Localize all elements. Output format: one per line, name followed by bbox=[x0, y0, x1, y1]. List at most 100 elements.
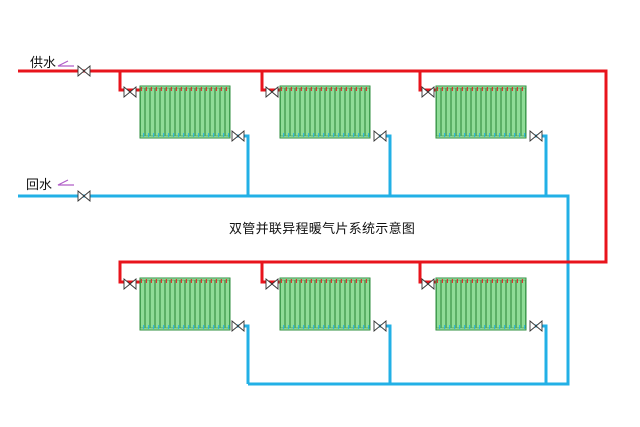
radiator-fin bbox=[325, 87, 330, 137]
radiator-fin bbox=[436, 279, 441, 329]
bowtie-valve-icon bbox=[123, 278, 137, 290]
radiator-fin bbox=[461, 279, 466, 329]
radiator-fin bbox=[456, 87, 461, 137]
radiator-fin bbox=[225, 279, 230, 329]
radiator-body bbox=[279, 277, 371, 331]
radiator-fin bbox=[200, 87, 205, 137]
radiator-fin bbox=[335, 279, 340, 329]
radiator-fin bbox=[506, 87, 511, 137]
half-arrow-icon bbox=[57, 60, 74, 67]
radiator-fin bbox=[451, 279, 456, 329]
radiator-fin bbox=[436, 87, 441, 137]
radiator-fin bbox=[300, 279, 305, 329]
radiator-fin bbox=[486, 279, 491, 329]
radiator-fin bbox=[145, 279, 150, 329]
radiator-fin bbox=[521, 279, 526, 329]
supply-branch-pipe bbox=[260, 71, 282, 92]
return-main-valve bbox=[77, 190, 91, 202]
radiator-fin bbox=[215, 279, 220, 329]
radiator-fin bbox=[496, 279, 501, 329]
supply-branch-pipe bbox=[118, 278, 140, 284]
radiator-fin bbox=[471, 279, 476, 329]
supply-main-valve bbox=[77, 65, 91, 77]
supply-branch-pipe bbox=[118, 71, 140, 92]
radiator-fin bbox=[210, 87, 215, 137]
radiator-fin bbox=[511, 279, 516, 329]
radiator-fin bbox=[471, 87, 476, 137]
bowtie-valve-icon bbox=[265, 278, 279, 290]
radiator-fin bbox=[140, 279, 145, 329]
radiator-fin bbox=[280, 87, 285, 137]
radiator-fin bbox=[491, 87, 496, 137]
radiator-fin bbox=[456, 279, 461, 329]
radiator-fin bbox=[350, 87, 355, 137]
radiator-fin bbox=[335, 87, 340, 137]
radiator-fin bbox=[521, 87, 526, 137]
radiator-fin bbox=[350, 279, 355, 329]
radiator-fin bbox=[155, 279, 160, 329]
radiator-inlet-valve bbox=[421, 278, 435, 290]
radiator-outlet-valve bbox=[373, 130, 387, 142]
radiator-fin bbox=[511, 87, 516, 137]
supply-flow-arrow bbox=[57, 60, 74, 67]
radiator-fin bbox=[355, 87, 360, 137]
radiator-fin bbox=[481, 87, 486, 137]
return-branch-pipe bbox=[530, 324, 548, 384]
radiator-fin bbox=[165, 87, 170, 137]
bowtie-valve-icon bbox=[529, 320, 543, 332]
radiator-inlet-valve bbox=[265, 278, 279, 290]
radiator-fin bbox=[481, 279, 486, 329]
return-branch-pipe bbox=[232, 134, 250, 196]
radiator-fin bbox=[310, 87, 315, 137]
radiator-fin bbox=[185, 87, 190, 137]
radiator-fin bbox=[516, 279, 521, 329]
radiator-fin bbox=[501, 87, 506, 137]
radiator-fin bbox=[290, 279, 295, 329]
radiator-fin bbox=[496, 87, 501, 137]
radiator-fin bbox=[170, 87, 175, 137]
radiator-inlet-valve bbox=[421, 86, 435, 98]
supply-main-pipe bbox=[18, 69, 608, 278]
radiator-fin bbox=[180, 87, 185, 137]
radiator-fin bbox=[200, 279, 205, 329]
radiator-fin bbox=[295, 87, 300, 137]
radiator-fin bbox=[340, 279, 345, 329]
radiator-fin bbox=[285, 279, 290, 329]
radiator-outlet-valve bbox=[529, 320, 543, 332]
radiator-fin bbox=[441, 279, 446, 329]
bowtie-valve-icon bbox=[421, 86, 435, 98]
bowtie-valve-icon bbox=[373, 320, 387, 332]
radiator-fin bbox=[315, 279, 320, 329]
radiator-fin bbox=[360, 279, 365, 329]
radiator-body bbox=[139, 85, 231, 139]
return-main-pipe bbox=[18, 194, 570, 386]
radiator-fin bbox=[215, 87, 220, 137]
radiator-fin bbox=[365, 279, 370, 329]
return-water-label: 回水 bbox=[26, 178, 53, 193]
bowtie-valve-icon bbox=[231, 130, 245, 142]
radiator-fin bbox=[295, 279, 300, 329]
radiator-fin bbox=[150, 279, 155, 329]
radiator-fin bbox=[305, 87, 310, 137]
radiator-fin bbox=[345, 87, 350, 137]
radiator-fin bbox=[340, 87, 345, 137]
bowtie-valve-icon bbox=[123, 86, 137, 98]
radiator-fin bbox=[195, 87, 200, 137]
radiator-inlet-valve bbox=[123, 278, 137, 290]
radiator-fin bbox=[300, 87, 305, 137]
radiator-fin bbox=[446, 279, 451, 329]
radiator-fin bbox=[220, 87, 225, 137]
radiator-fin bbox=[310, 279, 315, 329]
return-branch-pipe bbox=[374, 324, 392, 384]
bowtie-valve-icon bbox=[231, 320, 245, 332]
radiator-fin bbox=[225, 87, 230, 137]
radiator-fin bbox=[461, 87, 466, 137]
radiator-body bbox=[435, 85, 527, 139]
radiator-fin bbox=[466, 87, 471, 137]
radiator-fin bbox=[486, 87, 491, 137]
bowtie-valve-icon bbox=[529, 130, 543, 142]
radiator bbox=[139, 277, 231, 331]
radiator bbox=[435, 85, 527, 139]
